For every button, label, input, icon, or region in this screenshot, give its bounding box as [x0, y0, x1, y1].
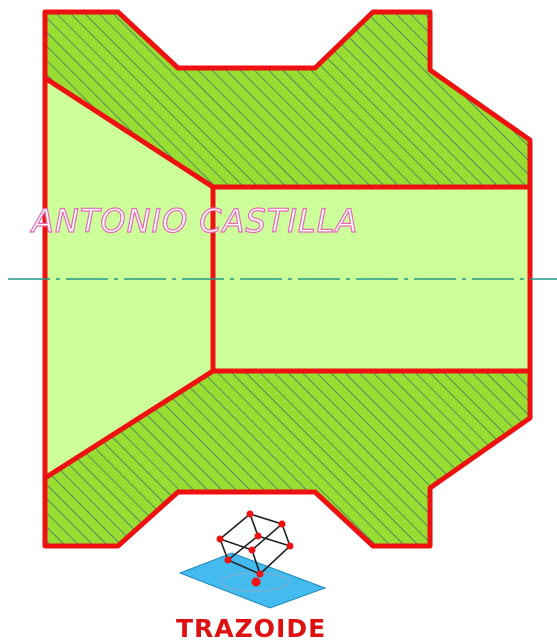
logo-text: TRAZOIDE	[176, 614, 326, 643]
watermark-text: ANTONIO CASTILLA	[30, 202, 358, 240]
trazoide-logo: TRAZOIDE	[176, 510, 327, 643]
bore-cavity	[45, 78, 530, 478]
top-hatched-section	[42, 9, 533, 190]
bottom-hatched-section	[42, 368, 533, 549]
